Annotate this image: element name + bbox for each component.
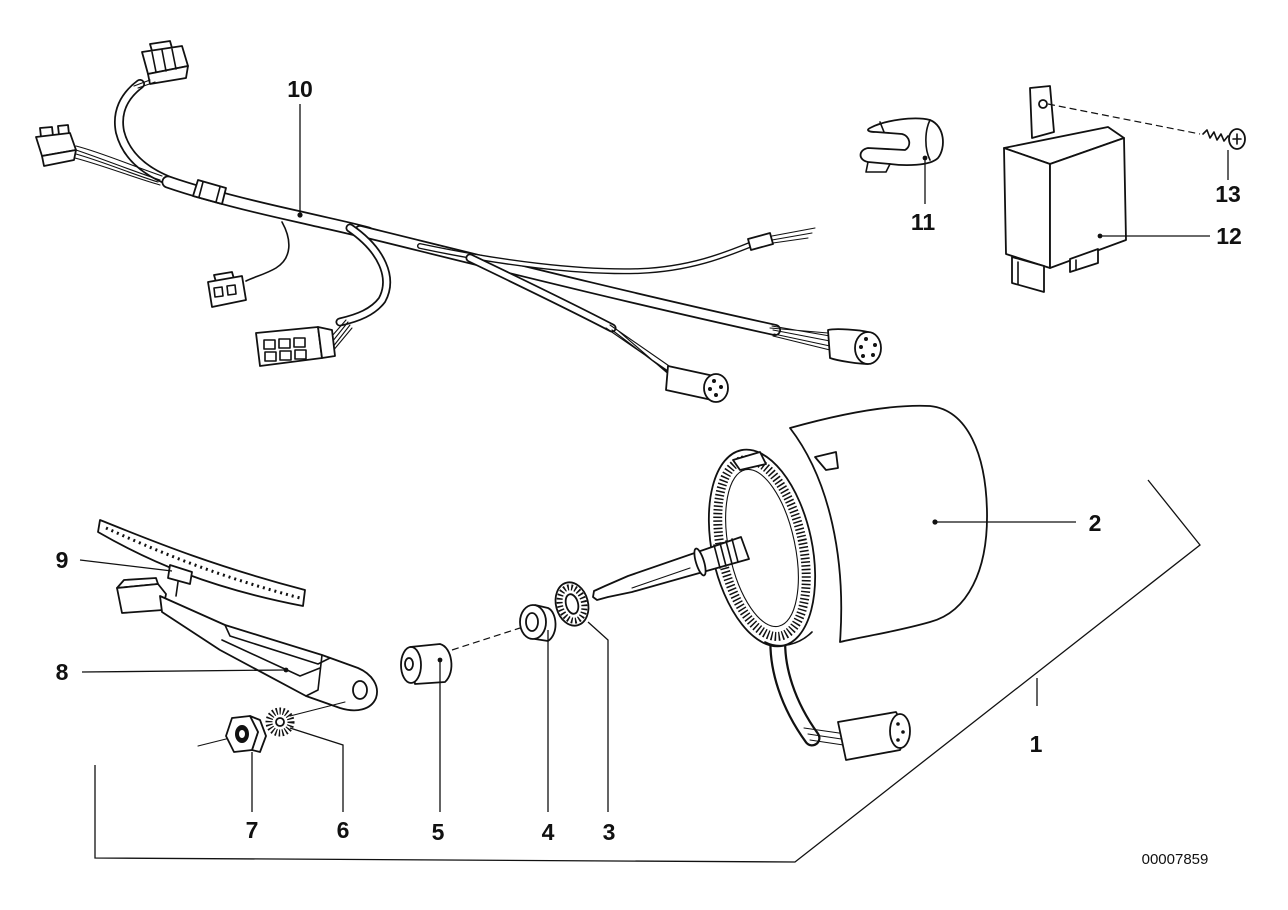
harness-connector-rect: [255, 319, 353, 367]
toothed-washer: [554, 581, 609, 812]
harness-connector-small: [207, 271, 247, 308]
callout-3: 3: [603, 819, 616, 845]
callout-10: 10: [287, 76, 313, 102]
callout-11: 11: [911, 209, 936, 235]
wiring-harness: [35, 40, 882, 403]
callout-9: 9: [56, 547, 69, 573]
callout-4: 4: [542, 819, 555, 845]
bushing: [400, 643, 453, 812]
harness-round-connector-b: [769, 325, 882, 365]
harness-connector-top: [141, 40, 189, 85]
arm-nut: [197, 715, 267, 812]
relay: [1003, 85, 1210, 293]
hex-nut: [519, 604, 557, 812]
star-washer: [265, 701, 346, 812]
callout-7: 7: [246, 817, 259, 843]
harness-connector-left: [35, 124, 77, 167]
wiper-arm: [81, 577, 378, 712]
callout-2: 2: [1089, 510, 1102, 536]
harness-connector-end: [747, 227, 816, 251]
callout-8: 8: [56, 659, 69, 685]
callout-6: 6: [337, 817, 350, 843]
assembly-axis: [451, 627, 521, 651]
motor-connector: [837, 711, 911, 761]
callout-5: 5: [432, 819, 445, 845]
callout-13: 13: [1215, 181, 1241, 207]
wiper-motor: [592, 404, 1076, 761]
wiper-blade: [79, 519, 306, 607]
screw: [1047, 103, 1246, 180]
diagram-id: 00007859: [1142, 851, 1209, 868]
callout-1: 1: [1030, 731, 1043, 757]
assembly-bracket: [94, 479, 1201, 863]
callout-12: 12: [1216, 223, 1242, 249]
harness-round-connector-a: [605, 324, 729, 403]
clip: [859, 117, 944, 204]
